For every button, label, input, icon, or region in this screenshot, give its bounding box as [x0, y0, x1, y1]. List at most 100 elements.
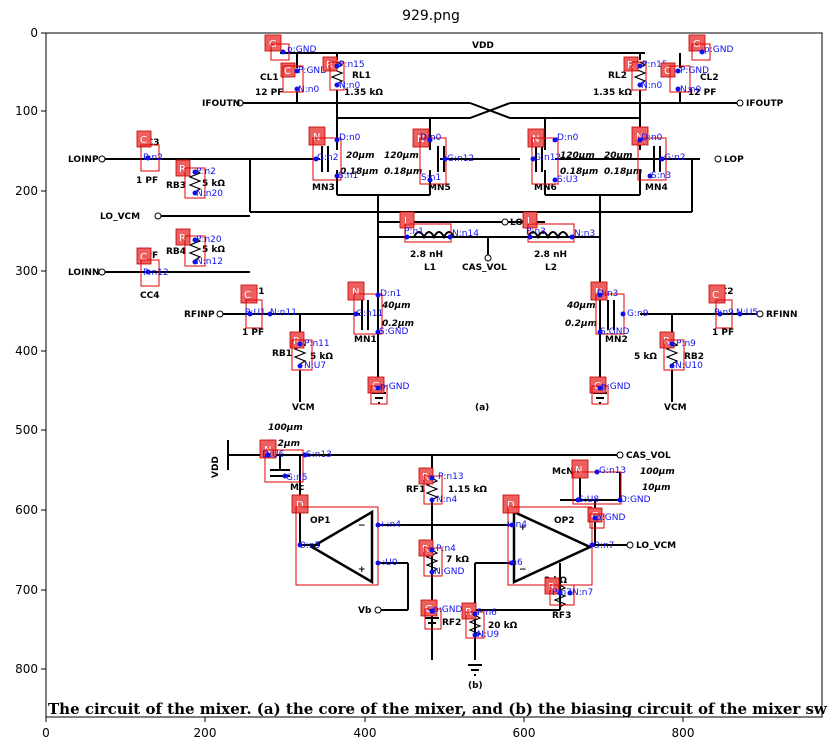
svg-text:+: + [358, 565, 366, 575]
annotation-label: G:n2 [317, 153, 338, 163]
label-rf-inp: RFINP [184, 310, 215, 320]
annotation-label: G:n11 [356, 309, 383, 319]
annotation-label: D:n0 [557, 133, 579, 143]
annotation-label: P:n11 [304, 339, 330, 349]
label-cas-vol-b: CAS_VOL [626, 451, 671, 461]
label-rb4-val: 5 kΩ [202, 245, 225, 255]
y-tick-label: 200 [15, 184, 38, 198]
label-mc: Mc [290, 483, 304, 493]
annotation-tag: L [527, 216, 533, 227]
label-vdd-b: VDD [211, 456, 221, 478]
label-mcn: McN [552, 467, 574, 477]
annotation-label: P:n15 [339, 60, 365, 70]
annotation-label: P:n12 [143, 268, 169, 278]
resistor-rf-mid [425, 549, 439, 573]
annotation-label: N:U10 [675, 361, 703, 371]
annotation-label: P:n2 [196, 167, 216, 177]
label-rf3: RF3 [552, 611, 571, 621]
resistor-rb3 [188, 169, 202, 193]
annotation-label: N:GND [434, 567, 464, 577]
annotation-label: S:n13 [306, 450, 332, 460]
resistor-rf1 [425, 477, 439, 501]
label-rf2: RF2 [442, 618, 461, 628]
annotation-label: N:n11 [270, 308, 297, 318]
annotation-tag: D [296, 500, 304, 511]
annotation-label: D:n3 [597, 289, 618, 299]
annotation-label: S:GND [379, 327, 408, 337]
inductor-l2 [527, 231, 569, 240]
label-mn2: MN2 [605, 335, 628, 345]
annotation-label: P:n1 [404, 227, 424, 237]
label-cl1-val: 12 PF [255, 88, 283, 98]
label-vb: Vb [358, 606, 372, 616]
annotation-label: G:n2 [664, 153, 685, 163]
label-mn2-w: 40μm [566, 301, 596, 311]
annotation-label: D:U6 [262, 450, 285, 460]
annotation-label: D:GND [620, 495, 651, 505]
component-annotations: G p:GND C P:GND R P:n15 N:n0 N:n0 G p:GN… [136, 34, 758, 640]
label-mn5: MN5 [428, 183, 451, 193]
label-cl1: CL1 [260, 73, 279, 83]
resistor-rf2 [468, 614, 482, 638]
annotation-tag: R [548, 582, 555, 593]
annotation-label: N:n0 [680, 85, 701, 95]
annotation-label: N:n0 [298, 85, 319, 95]
label-cc2-val: 1 PF [712, 328, 734, 338]
x-tick-label: 800 [672, 726, 695, 740]
terminal-nodes [98, 99, 764, 614]
label-rf1-val: 1.15 kΩ [448, 485, 487, 495]
annotation-tag: R [422, 472, 429, 483]
annotation-label: D:n1 [380, 289, 401, 299]
annotation-label: N:U7 [304, 361, 326, 371]
annotation-label: P:U1 [245, 308, 266, 318]
annotation-label: N:U9 [477, 630, 499, 640]
annotation-tag: R [663, 336, 670, 347]
annotation-tag: D [507, 500, 515, 511]
annotation-tag: C [244, 290, 251, 301]
annotation-tag: R [293, 336, 300, 347]
annotation-label: P:GND [298, 66, 327, 76]
transistor-mn1 [361, 300, 369, 330]
label-rl2: RL2 [608, 71, 627, 81]
label-cas-vol: CAS_VOL [462, 263, 507, 273]
label-rb2: RB2 [684, 352, 704, 362]
label-rf2-val: 20 kΩ [488, 621, 518, 631]
label-mn4-l: 0.18μm [604, 167, 642, 177]
label-part-b: (b) [468, 681, 483, 691]
annotation-label: S:n3 [651, 171, 671, 181]
y-tick-label: 300 [15, 264, 38, 278]
label-cl2: CL2 [700, 73, 719, 83]
annotation-label: p:GND [704, 45, 733, 55]
label-lo-p: LOP [724, 155, 744, 165]
annotation-tag: L [404, 216, 410, 227]
label-lo-inn: LOINN [68, 268, 99, 278]
svg-text:−: − [519, 565, 527, 575]
annotation-label: N:n7 [572, 588, 593, 598]
circuit-labels: VDD CL1 12 PF RL1 1.35 kΩ RL2 1.35 kΩ CL… [68, 41, 798, 691]
annotation-label: G:n5 [286, 473, 307, 483]
annotation-tag: N [575, 465, 582, 476]
annotation-label: P:n9 [676, 339, 696, 349]
annotation-label: p:GND [601, 382, 630, 392]
annotation-label: P:n7 [552, 588, 572, 598]
annotation-tag: C [712, 290, 719, 301]
annotation-label: G:n9 [627, 309, 649, 319]
x-tick-label: 0 [42, 726, 50, 740]
label-mn4-w: 20μm [604, 151, 633, 161]
label-mcn-l: 10μm [642, 483, 671, 493]
annotation-label: -:U0 [379, 558, 398, 568]
y-tick-label: 100 [15, 104, 38, 118]
annotation-label: D:n0 [420, 133, 442, 143]
annotation-label: G:n13 [599, 466, 626, 476]
annotation-label: P:n13 [438, 472, 464, 482]
label-rb4: RB4 [166, 247, 186, 257]
svg-text:−: − [358, 521, 366, 531]
annotation-label: S:U3 [557, 175, 578, 185]
label-lo-n: LON [510, 218, 531, 228]
label-mcn-w: 100μm [640, 467, 675, 477]
annotation-label: -:n6 [505, 558, 523, 568]
annotation-label: S:GND [600, 327, 629, 337]
y-tick-label: 800 [15, 662, 38, 676]
image-title: 929.png [402, 8, 460, 24]
label-mn1: MN1 [354, 335, 377, 345]
